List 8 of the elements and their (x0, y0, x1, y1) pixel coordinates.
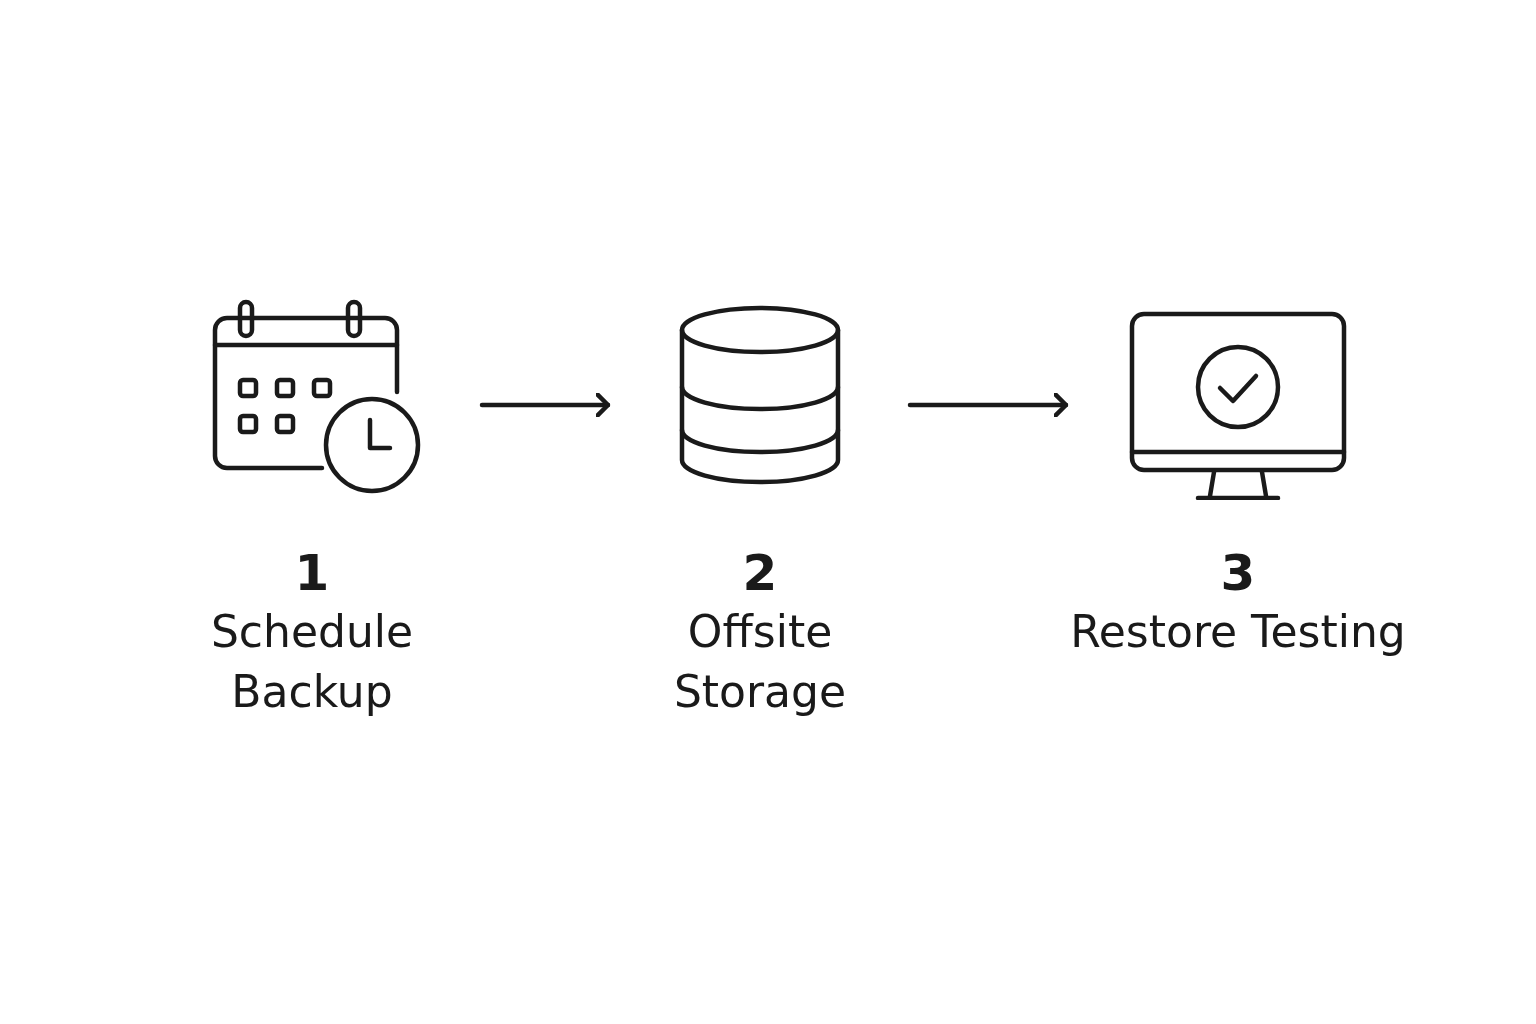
step-label: Restore Testing (1069, 605, 1407, 659)
step-number: 1 (294, 544, 330, 602)
step-number: 3 (1220, 544, 1256, 602)
step-number: 2 (742, 544, 778, 602)
arrow (907, 391, 1069, 419)
step-label: Schedule Backup (209, 605, 415, 719)
arrow (479, 391, 611, 419)
step-label: Offsite Storage (672, 605, 848, 719)
